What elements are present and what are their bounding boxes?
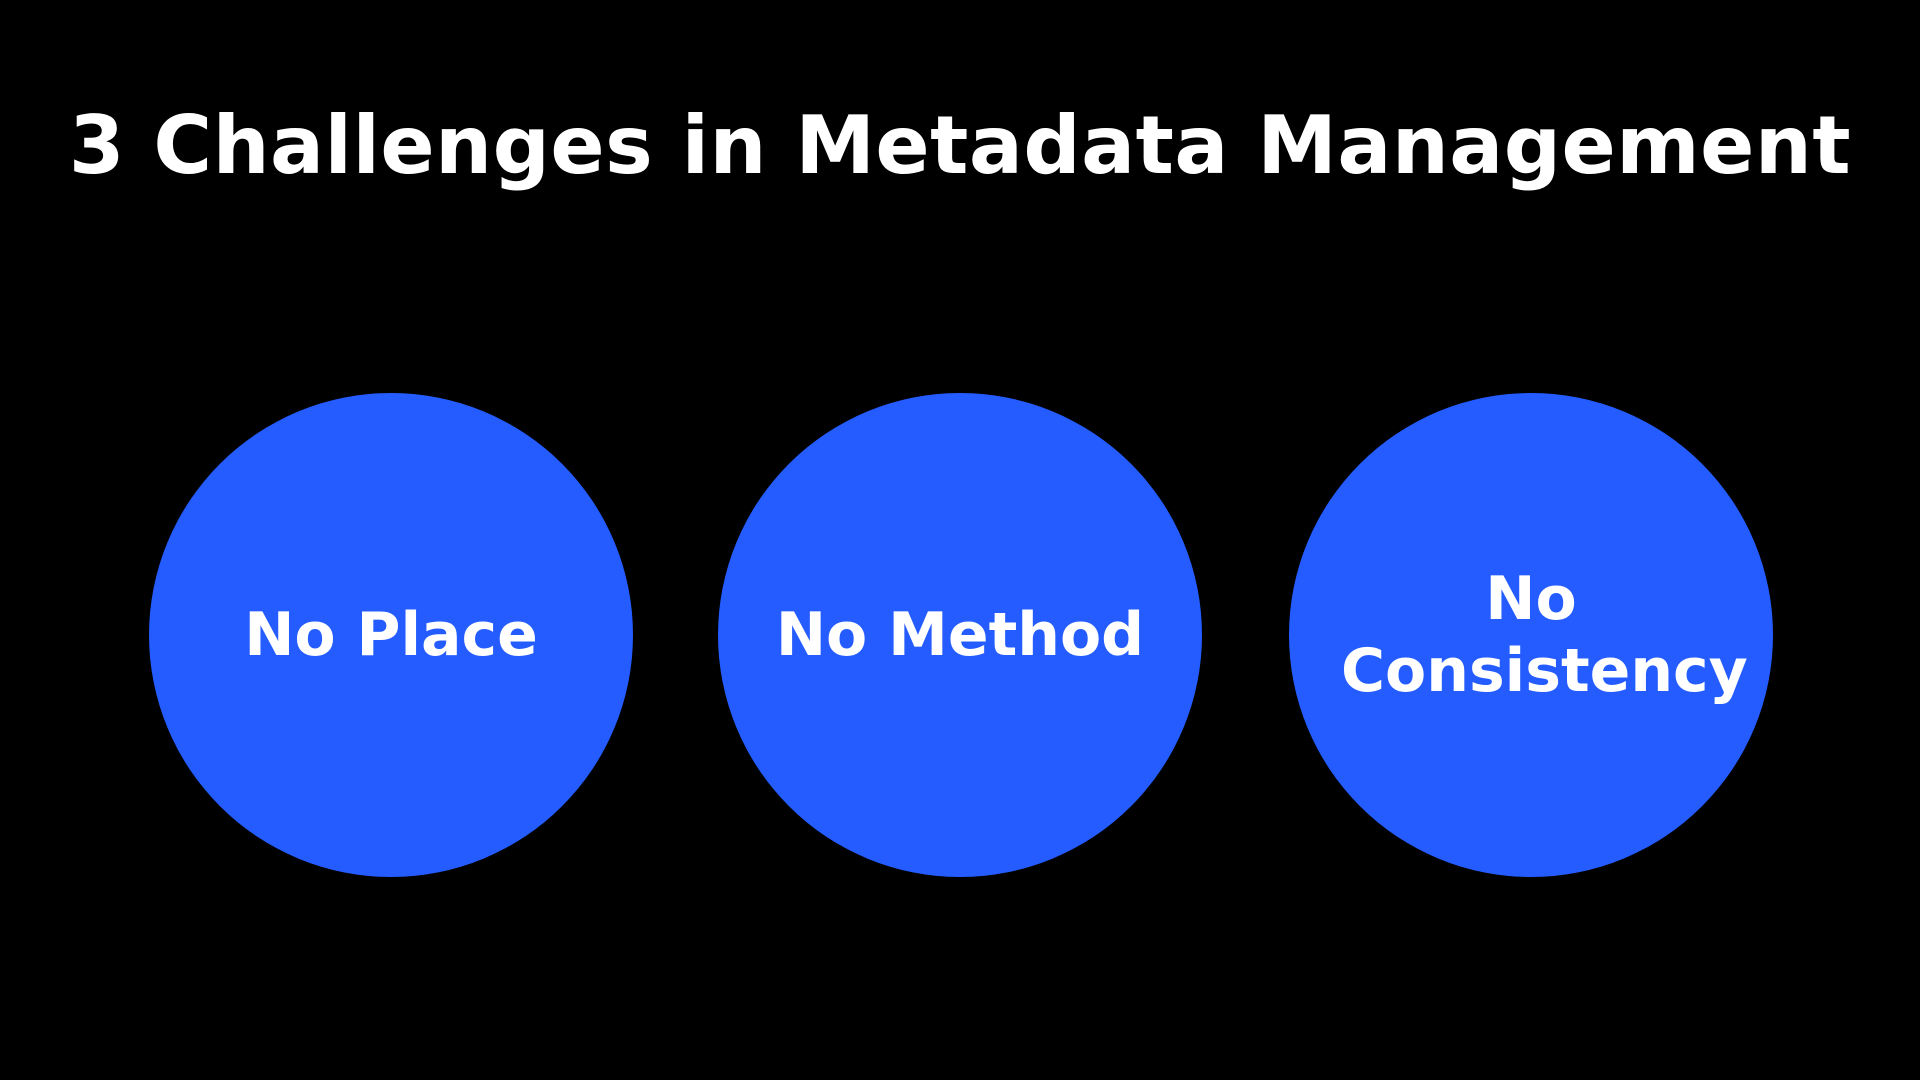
challenge-circle-no-consistency: No Consistency bbox=[1289, 393, 1773, 877]
challenge-circle-no-method: No Method bbox=[718, 393, 1202, 877]
challenge-circle-no-place: No Place bbox=[149, 393, 633, 877]
challenge-label: No Method bbox=[775, 600, 1145, 670]
slide-title: 3 Challenges in Metadata Management bbox=[68, 99, 1852, 192]
challenge-label: No Place bbox=[244, 600, 538, 670]
challenge-label: No Consistency bbox=[1341, 564, 1748, 706]
